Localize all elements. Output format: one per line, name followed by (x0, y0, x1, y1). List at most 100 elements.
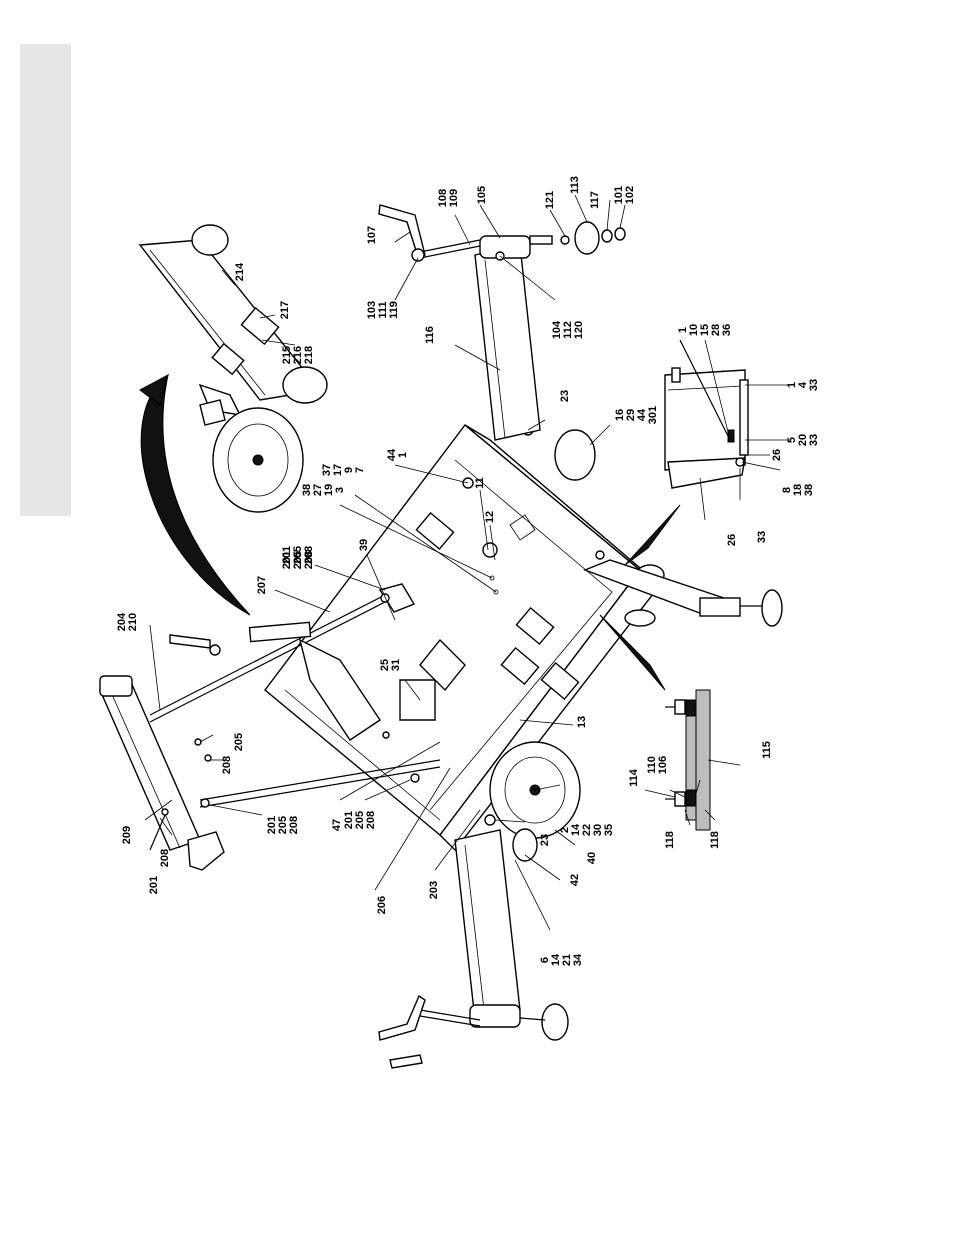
hitch-assembly (99, 583, 441, 871)
callout-g115-0: 115 (761, 741, 773, 759)
callout-g201a-1: 205 (292, 551, 304, 569)
callout-g201a-0: 201 (281, 551, 293, 569)
callout-g121-0: 121 (544, 191, 556, 209)
inset-axle-view (138, 224, 328, 513)
callout-g16-0: 16 (614, 409, 626, 421)
callout-g204-0: 204 (116, 612, 128, 631)
callout-g26a-0: 26 (771, 449, 783, 461)
callout-g2-0: 2 (559, 827, 571, 833)
callout-g38-0: 38 (301, 484, 313, 496)
callout-g209-0: 209 (121, 826, 133, 844)
callout-g104-2: 120 (573, 321, 585, 339)
callout-g208a-0: 208 (221, 756, 233, 774)
callout-g1-2: 15 (699, 324, 711, 336)
crank-arm-upper (378, 204, 626, 441)
callout-g215-2: 218 (303, 346, 315, 364)
callout-g114-0: 114 (628, 768, 640, 787)
callout-g108-0: 108 (437, 189, 449, 207)
callout-g5-1: 20 (797, 434, 809, 446)
callout-g206-0: 206 (376, 896, 388, 914)
callout-g16-3: 301 (647, 406, 659, 424)
callout-g6-1: 14 (550, 953, 562, 966)
callout-g2-2: 22 (581, 824, 593, 836)
callout-g2-1: 14 (570, 823, 582, 836)
crank-arm-lower (378, 829, 569, 1069)
callout-g37-0: 37 (321, 464, 333, 476)
callout-g44a-1: 1 (397, 452, 409, 458)
callout-g5-2: 33 (808, 434, 820, 446)
callout-g201d-0: 201 (343, 811, 355, 829)
callout-g201d-1: 205 (354, 811, 366, 829)
callout-g201b-0: 201 (266, 816, 278, 834)
callout-g201c-0: 201 (148, 876, 160, 894)
callout-g108-1: 109 (448, 189, 460, 207)
callout-g38-3: 3 (334, 487, 346, 493)
callout-g8-0: 8 (781, 487, 793, 493)
callout-g37-2: 9 (343, 467, 355, 473)
callout-g2-4: 35 (603, 824, 615, 836)
sidebar-tab (20, 44, 71, 516)
callout-g113-0: 113 (569, 176, 581, 194)
callout-g6-3: 34 (572, 953, 584, 966)
callout-g1-0: 1 (677, 327, 689, 333)
callout-g214-0: 214 (234, 262, 246, 281)
callout-g1b-1: 4 (797, 381, 809, 388)
callout-g201b-1: 205 (277, 816, 289, 834)
callout-g13-0: 13 (576, 716, 588, 728)
callout-g103-0: 103 (366, 301, 378, 319)
right-jack (583, 550, 783, 627)
callout-g107-0: 107 (366, 226, 378, 244)
callout-g208b-0: 208 (159, 849, 171, 867)
callout-g16-1: 29 (625, 409, 637, 421)
callout-g103-1: 111 (377, 301, 389, 318)
callout-g104-1: 112 (562, 321, 574, 339)
callout-g8-1: 18 (792, 484, 804, 496)
curved-arrow (139, 373, 251, 616)
inset-belt-box (624, 339, 749, 566)
callout-g1b-0: 1 (786, 382, 798, 388)
callout-g110-0: 110 (646, 756, 658, 774)
callout-g207-0: 207 (256, 576, 268, 594)
callout-g215-0: 215 (281, 346, 293, 364)
callout-g101-0: 101 (613, 186, 625, 204)
callout-g201d-2: 208 (365, 811, 377, 829)
callout-g201e-1: 205 (292, 546, 304, 564)
callout-g101-1: 102 (624, 186, 636, 204)
callout-g118b-0: 118 (709, 831, 721, 849)
callout-g1-4: 36 (721, 324, 733, 336)
callout-g38-2: 19 (323, 484, 335, 496)
callout-g215-1: 216 (292, 346, 304, 364)
callout-g105-0: 105 (476, 186, 488, 204)
callout-g11-0: 11 (474, 477, 486, 489)
callout-g33-0: 33 (756, 531, 768, 543)
callout-g104-0: 104 (551, 320, 563, 339)
callout-g1b-2: 33 (808, 379, 820, 391)
callout-g12-0: 12 (484, 511, 496, 523)
callout-g201a-2: 208 (303, 551, 315, 569)
callout-g203-0: 203 (428, 881, 440, 899)
callout-g217-0: 217 (279, 301, 291, 319)
callout-g117-0: 117 (589, 191, 601, 209)
callout-g37-1: 17 (332, 464, 344, 476)
callout-g25-0: 25 (379, 659, 391, 671)
callout-g23a-0: 23 (539, 834, 551, 846)
callout-g47-0: 47 (331, 819, 343, 831)
callout-g38-1: 27 (312, 484, 324, 496)
callout-g42-0: 42 (569, 874, 581, 886)
callout-g5-0: 5 (786, 437, 798, 443)
callout-g110-1: 106 (657, 756, 669, 774)
callout-g1-3: 28 (710, 324, 722, 336)
callout-g37-3: 7 (354, 467, 366, 473)
callout-g1-1: 10 (688, 324, 700, 336)
callout-g2-3: 30 (592, 824, 604, 836)
callout-g6-2: 21 (561, 954, 573, 966)
callout-g16-2: 44 (636, 408, 648, 421)
callout-g116-0: 116 (424, 326, 436, 344)
callout-g205a-0: 205 (233, 733, 245, 751)
callout-g118a-0: 118 (664, 831, 676, 849)
callout-g26b-0: 26 (726, 534, 738, 546)
callout-g103-2: 119 (388, 301, 400, 319)
callout-g44a-0: 44 (386, 448, 398, 461)
callout-g6-0: 6 (539, 957, 551, 963)
